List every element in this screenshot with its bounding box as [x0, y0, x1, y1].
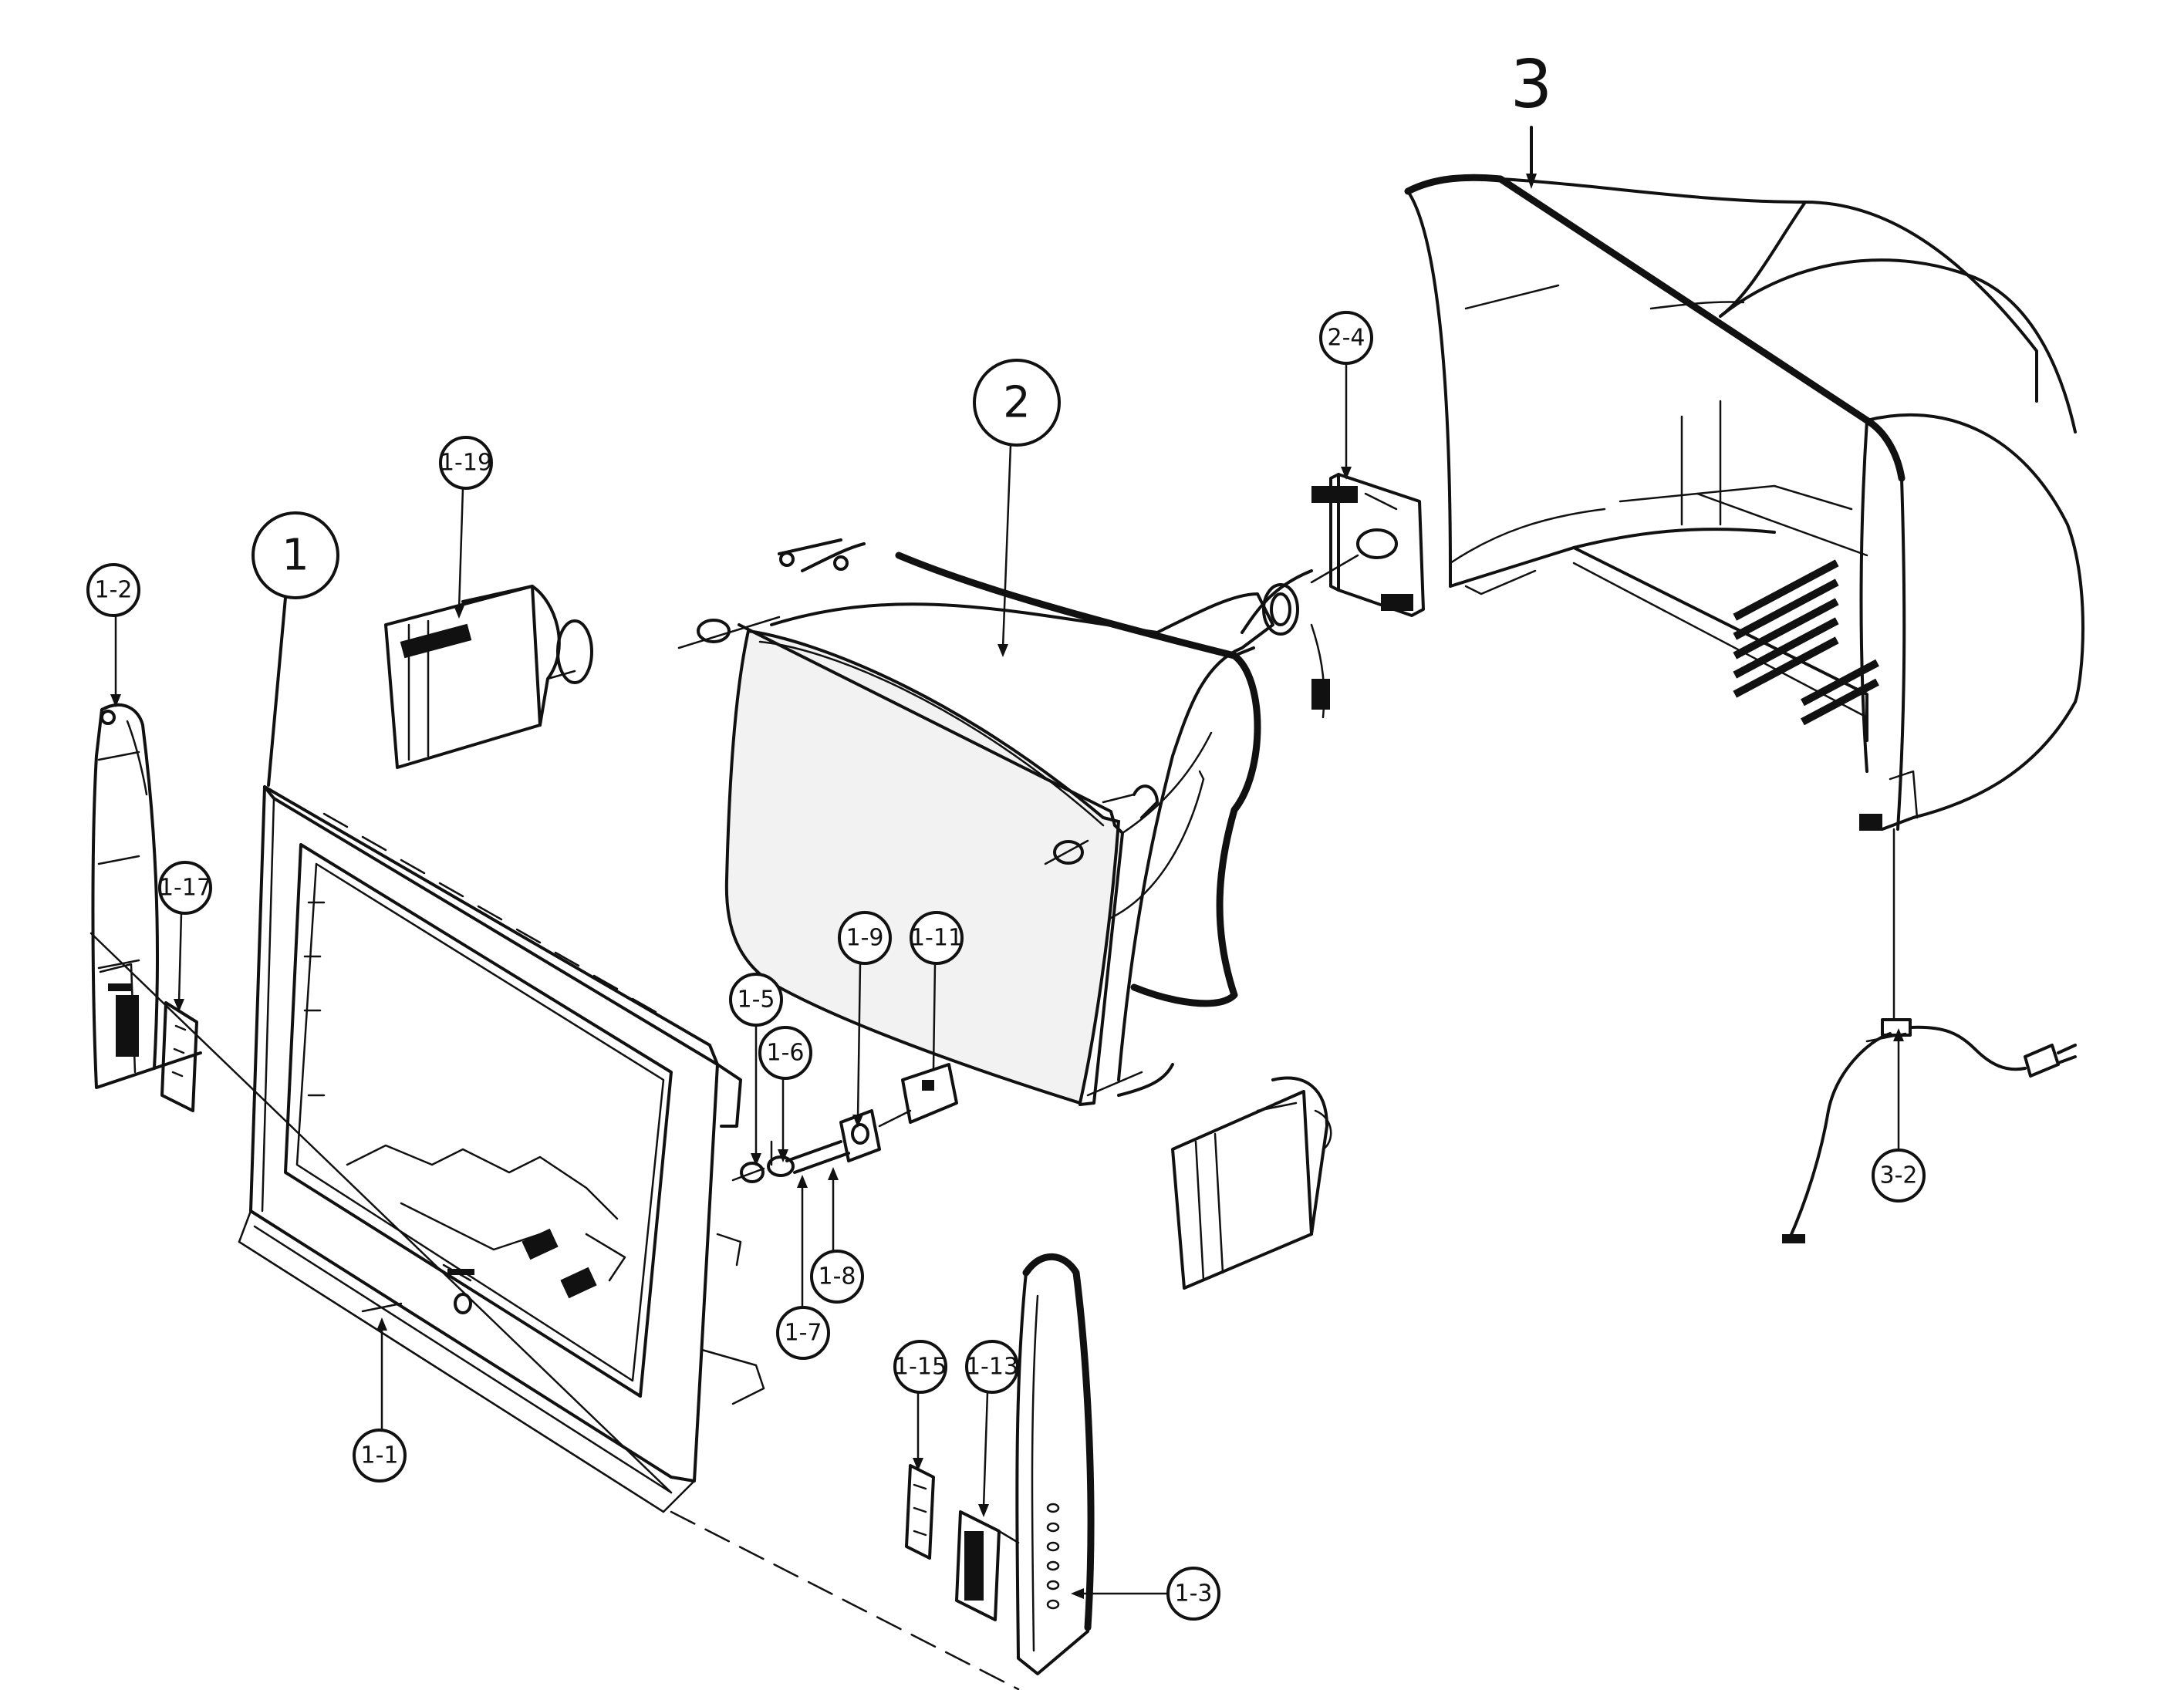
callout-circle: [439, 436, 493, 490]
callout-circle: [893, 1340, 947, 1394]
leader-lines: [110, 126, 1904, 1599]
callout-circle: [1872, 1149, 1926, 1203]
callout-1-19: 1-19: [439, 436, 493, 490]
callout-circle: [838, 911, 892, 965]
callout-1-3: 1-3: [1166, 1567, 1220, 1621]
vent-slots: [1733, 559, 1879, 726]
callout-circle: [158, 861, 212, 915]
callout-circle: [251, 511, 339, 599]
callout-1-7: 1-7: [776, 1306, 830, 1360]
callout-text: 1-5: [738, 987, 775, 1014]
callout-1-1: 1-1: [353, 1429, 407, 1483]
callout-circle: [965, 1340, 1019, 1394]
callout-3-2: 3-2: [1872, 1149, 1926, 1203]
callout-3: 3: [1511, 46, 1553, 123]
power-cord: [1782, 1018, 2077, 1243]
callout-circle: [776, 1306, 830, 1360]
callout-1-15: 1-15: [893, 1340, 947, 1394]
callout-2-4: 2-4: [1319, 311, 1373, 365]
callout-circle: [810, 1250, 864, 1304]
callout-text: 1-6: [767, 1040, 805, 1067]
callout-text: 1-13: [966, 1354, 1018, 1381]
callout-1-8: 1-8: [810, 1250, 864, 1304]
callout-text: 1-8: [819, 1263, 856, 1290]
callout-1-2: 1-2: [86, 563, 140, 617]
callout-text: 3-2: [1880, 1162, 1918, 1189]
callout-text: 1-2: [95, 577, 133, 604]
callout-text: 1-1: [361, 1442, 399, 1469]
front-cabinet: [89, 785, 1020, 1690]
callout-2: 2: [973, 359, 1061, 447]
callout-text: 1-15: [894, 1354, 947, 1381]
callout-text: 2-4: [1328, 325, 1365, 352]
callout-text: 1: [282, 531, 309, 581]
callout-circle: [973, 359, 1061, 447]
callout-circle: [1166, 1567, 1220, 1621]
rear-cabinet: [1404, 174, 2084, 831]
callout-1-9: 1-9: [838, 911, 892, 965]
callout-circle: [86, 563, 140, 617]
power-switch-assembly: [731, 1063, 958, 1183]
callout-1-6: 1-6: [758, 1026, 812, 1080]
callout-circle: [1319, 311, 1373, 365]
callout-1-11: 1-11: [910, 911, 964, 965]
callout-1-13: 1-13: [965, 1340, 1019, 1394]
callout-text: 3: [1511, 46, 1553, 123]
callout-circle: [758, 1026, 812, 1080]
callout-text: 1-9: [846, 925, 884, 952]
side-buttons: [1046, 1503, 1060, 1610]
neck-board: [1310, 473, 1425, 617]
callout-circle: [353, 1429, 407, 1483]
left-speaker: [384, 585, 593, 769]
callout-text: 1-3: [1175, 1580, 1213, 1607]
callout-circle: [729, 973, 783, 1027]
callout-1-5: 1-5: [729, 973, 783, 1027]
right-speaker: [1171, 1076, 1332, 1290]
right-side-panel: [1015, 1253, 1095, 1675]
top-slots: [322, 812, 657, 1014]
callout-1-17: 1-17: [158, 861, 212, 915]
callout-text: 1-11: [910, 925, 963, 952]
right-control-boards: [905, 1464, 1020, 1621]
callout-text: 2: [1003, 378, 1031, 428]
callout-text: 1-17: [159, 875, 211, 902]
callout-text: 1-19: [440, 450, 492, 477]
callout-labels: 3 2 2-4 1 1-19 1-2 1-17 1-9 1-11 1-5 1-6 1-8 1-7 1-1 1…: [86, 46, 1926, 1621]
left-control-board: [116, 995, 198, 1112]
callout-1: 1: [251, 511, 339, 599]
callout-circle: [910, 911, 964, 965]
picture-tube: [677, 538, 1330, 1106]
callout-text: 1-7: [785, 1320, 822, 1347]
